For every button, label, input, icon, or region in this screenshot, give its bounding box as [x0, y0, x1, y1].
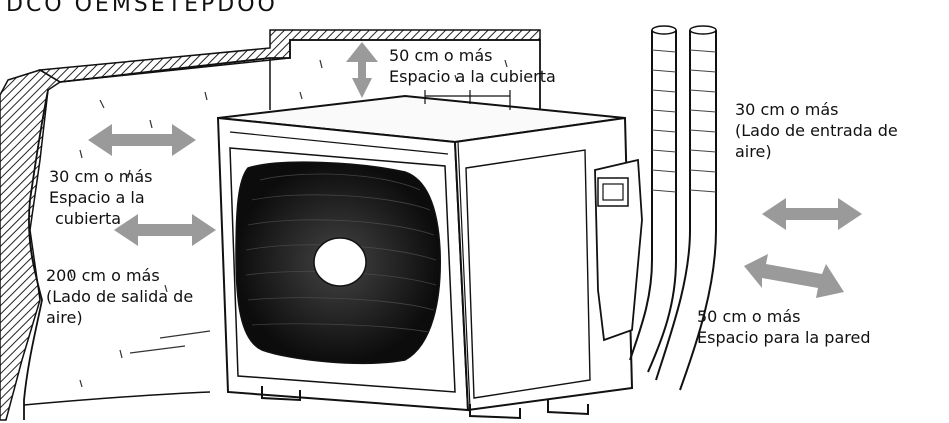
left-lower-clearance-arrow: [114, 214, 216, 246]
outdoor-unit: [216, 94, 643, 420]
top-clearance-arrow: [346, 42, 378, 98]
front-clearance-label: 200 cm o más (Lado de salida de aire): [46, 265, 193, 328]
left-clearance-description-line2: cubierta: [55, 209, 122, 228]
right-inlet-clearance-distance: 30 cm o más: [735, 100, 839, 119]
wall-clearance-arrow: [744, 254, 844, 298]
left-clearance-distance: 30 cm o más: [49, 167, 153, 186]
front-clearance-description-line1: (Lado de salida de: [46, 287, 194, 306]
left-clearance-label: 30 cm o más Espacio a la cubierta: [49, 166, 153, 229]
left-clearance-description-line1: Espacio a la: [49, 188, 145, 207]
wall: [0, 29, 541, 421]
refrigerant-pipes: [629, 25, 717, 391]
front-clearance-description-line2: aire): [46, 308, 83, 327]
wall-clearance-distance: 50 cm o más: [697, 307, 801, 326]
right-inlet-clearance-label: 30 cm o más (Lado de entrada de aire): [735, 99, 898, 162]
right-inlet-clearance-description-line1: (Lado de entrada de: [735, 121, 898, 140]
right-inlet-clearance-description-line2: aire): [735, 142, 772, 161]
wall-clearance-label: 50 cm o más Espacio para la pared: [697, 306, 870, 348]
wall-clearance-description: Espacio para la pared: [697, 328, 871, 347]
top-clearance-label: 50 cm o más Espacio a la cubierta: [389, 45, 556, 87]
cropped-header-text: DCO OEMSETEPDOO: [6, 0, 278, 17]
dimension-lines: [424, 90, 511, 110]
top-clearance-description: Espacio a la cubierta: [389, 67, 556, 86]
left-upper-clearance-arrow: [88, 124, 196, 156]
front-clearance-distance: 200 cm o más: [46, 266, 160, 285]
top-clearance-distance: 50 cm o más: [389, 46, 493, 65]
right-inlet-clearance-arrow: [762, 198, 862, 230]
